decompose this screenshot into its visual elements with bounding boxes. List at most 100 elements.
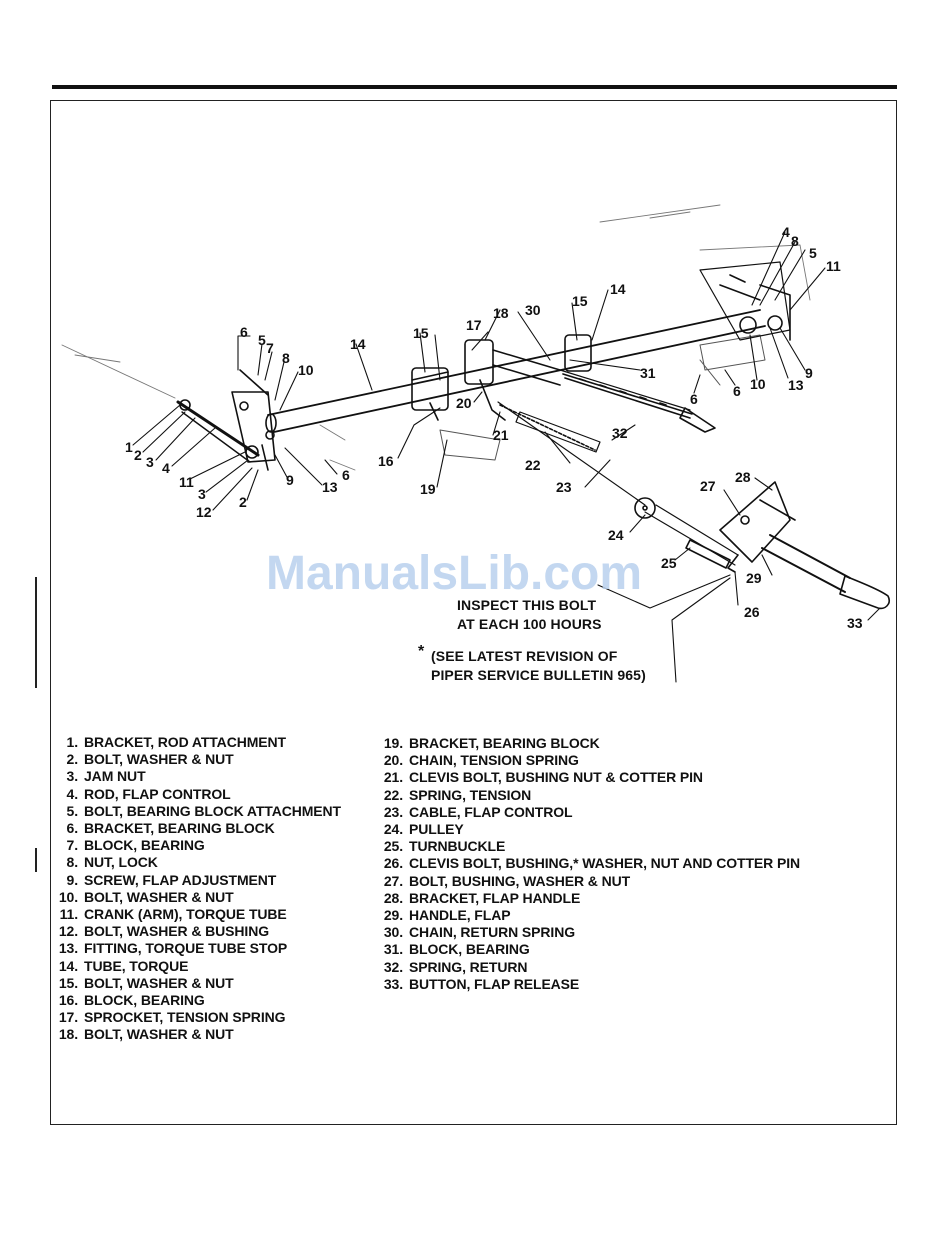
legend-item-number: 18. bbox=[58, 1026, 78, 1043]
callout-label: 9 bbox=[286, 472, 294, 488]
watermark: ManualsLib.com bbox=[266, 547, 643, 600]
turnbuckle bbox=[685, 539, 731, 569]
legend-item: 8.NUT, LOCK bbox=[52, 854, 341, 871]
legend-item: 21.CLEVIS BOLT, BUSHING NUT & COTTER PIN bbox=[378, 769, 800, 786]
legend-item-text: SPRING, RETURN bbox=[409, 958, 528, 975]
legend-item: 10. BOLT, WASHER & NUT bbox=[52, 889, 341, 906]
callout-label: 6 bbox=[690, 391, 698, 407]
callout-label: 15 bbox=[572, 293, 588, 309]
legend-item: 15. BOLT, WASHER & NUT bbox=[52, 975, 341, 992]
flap-handle-assembly bbox=[719, 481, 890, 610]
legend-item: 7. BLOCK, BEARING bbox=[52, 837, 341, 854]
legend-item-text: NUT, LOCK bbox=[84, 854, 158, 871]
callout-label: 18 bbox=[493, 305, 509, 321]
bearing-block-center bbox=[464, 339, 561, 386]
leader-lines bbox=[132, 231, 881, 683]
callout-label: 8 bbox=[282, 350, 290, 366]
legend-item-number: 23. bbox=[383, 803, 403, 820]
legend-item-text: BOLT, WASHER & NUT bbox=[84, 1026, 234, 1043]
legend-item-number: 17. bbox=[58, 1009, 78, 1026]
legend-item-text: BRACKET, FLAP HANDLE bbox=[409, 889, 581, 906]
legend-item-text: BOLT, WASHER & BUSHING bbox=[84, 923, 269, 940]
legend-item-number: 19. bbox=[383, 735, 403, 751]
callout-label: 21 bbox=[493, 427, 509, 443]
legend-item-text: TURNBUCKLE bbox=[409, 838, 506, 855]
legend-item-text: SPRING, TENSION bbox=[409, 786, 532, 803]
callout-label: 6 bbox=[733, 383, 741, 399]
legend-item-number: 2. bbox=[66, 751, 79, 768]
legend-item-number: 11. bbox=[59, 906, 78, 923]
flap-control-diagram: 1 2 3 4 11 3 12 2 6 5 7 8 10 9 13 6 14 1… bbox=[61, 204, 890, 683]
callout-label: 3 bbox=[146, 454, 154, 470]
legend-item-number: 32. bbox=[383, 958, 403, 975]
callout-label: 33 bbox=[847, 615, 863, 631]
callout-label: 26 bbox=[744, 604, 760, 620]
callout-label: 14 bbox=[610, 281, 626, 297]
legend-item: 23. CABLE, FLAP CONTROL bbox=[378, 804, 800, 821]
legend-item-text: CHAIN, TENSION SPRING bbox=[409, 752, 579, 769]
legend-item: 18. BOLT, WASHER & NUT bbox=[52, 1026, 341, 1043]
legend-item-text: BOLT, WASHER & NUT bbox=[84, 888, 234, 905]
legend-item-text: CLEVIS BOLT, BUSHING,* WASHER, NUT AND C… bbox=[409, 855, 801, 872]
callout-label: 1 bbox=[125, 439, 133, 455]
legend-item-text: BRACKET, BEARING BLOCK bbox=[409, 735, 600, 751]
legend-item: 25.TURNBUCKLE bbox=[378, 838, 800, 855]
callout-label: 6 bbox=[342, 467, 350, 483]
legend-item-text: BRACKET, BEARING BLOCK bbox=[84, 820, 275, 837]
legend-item-text: HANDLE, FLAP bbox=[409, 907, 511, 924]
legend-item-number: 10. bbox=[58, 888, 78, 905]
legend-item-text: BUTTON, FLAP RELEASE bbox=[409, 975, 580, 992]
legend-item-number: 6. bbox=[66, 820, 79, 837]
legend-item-number: 31. bbox=[383, 941, 403, 958]
callout-label: 17 bbox=[466, 317, 482, 333]
legend-item-text: BOLT, WASHER & NUT bbox=[84, 974, 234, 991]
legend-item: 14.TUBE, TORQUE bbox=[52, 958, 341, 975]
callout-label: 32 bbox=[612, 425, 628, 441]
legend-item-number: 29. bbox=[383, 907, 403, 924]
legend-item: 20.CHAIN, TENSION SPRING bbox=[378, 752, 800, 769]
legend-item-number: 5. bbox=[66, 802, 79, 819]
legend-item: 17.SPROCKET, TENSION SPRING bbox=[52, 1009, 341, 1026]
revision-bar bbox=[35, 848, 37, 872]
callout-label: 8 bbox=[791, 233, 799, 249]
legend-item: 33. BUTTON, FLAP RELEASE bbox=[378, 976, 800, 993]
legend-item-number: 26. bbox=[383, 855, 403, 872]
callout-labels: 1 2 3 4 11 3 12 2 6 5 7 8 10 9 13 6 14 1… bbox=[125, 224, 863, 631]
legend-item-text: BOLT, BUSHING, WASHER & NUT bbox=[409, 872, 631, 889]
background-sketch-lines bbox=[61, 204, 811, 471]
legend-item-number: 24. bbox=[383, 821, 403, 838]
legend-item-number: 9. bbox=[66, 871, 79, 888]
legend-item: 1.BRACKET, ROD ATTACHMENT bbox=[52, 734, 341, 751]
asterisk-mark: * bbox=[418, 643, 425, 660]
callout-label: 2 bbox=[239, 494, 247, 510]
figure-frame bbox=[50, 100, 897, 1125]
flap-control-cable bbox=[497, 401, 739, 566]
legend-item-number: 33. bbox=[383, 975, 403, 992]
legend-item: 5. BOLT, BEARING BLOCK ATTACHMENT bbox=[52, 802, 342, 820]
callout-label: 5 bbox=[809, 245, 817, 261]
legend-item-number: 15. bbox=[58, 974, 78, 991]
callout-label: 31 bbox=[640, 365, 656, 381]
legend-item-number: 22. bbox=[383, 786, 403, 803]
legend-item-number: 21. bbox=[383, 769, 403, 786]
legend-item-text: CABLE, FLAP CONTROL bbox=[409, 803, 573, 820]
callout-label: 2 bbox=[134, 447, 142, 463]
top-rule bbox=[52, 85, 897, 89]
callout-label: 11 bbox=[179, 474, 194, 490]
callout-label: 15 bbox=[413, 325, 429, 341]
legend-item-number: 16. bbox=[58, 992, 78, 1009]
legend-item: 27.BOLT, BUSHING, WASHER & NUT bbox=[378, 873, 800, 890]
legend-item-text: BOLT, BEARING BLOCK ATTACHMENT bbox=[84, 802, 342, 819]
callout-label: 14 bbox=[350, 336, 366, 352]
legend-item-number: 1. bbox=[66, 734, 79, 750]
legend-item-text: ROD, FLAP CONTROL bbox=[84, 785, 231, 802]
legend-item-text: CHAIN, RETURN SPRING bbox=[409, 924, 576, 941]
legend-item-number: 7. bbox=[66, 837, 79, 854]
legend-item-text: BLOCK, BEARING bbox=[84, 837, 205, 854]
legend-item: 19. BRACKET, BEARING BLOCK bbox=[378, 735, 800, 752]
legend-item: 22. SPRING, TENSION bbox=[378, 787, 800, 804]
legend-item-number: 3. bbox=[66, 768, 79, 785]
callout-label: 23 bbox=[556, 479, 572, 495]
